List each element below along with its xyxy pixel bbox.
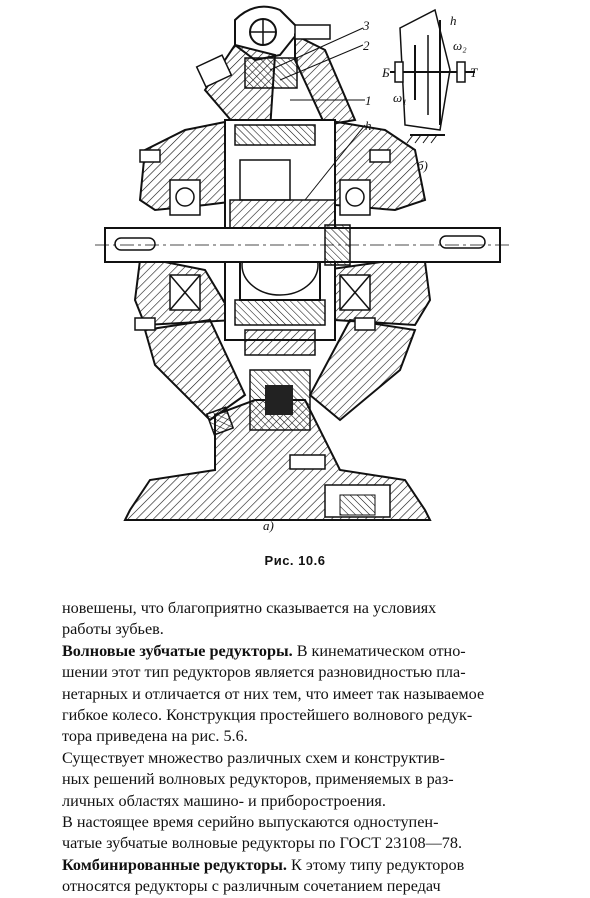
kinematic-scheme: [390, 8, 475, 144]
figure-label-a: а): [263, 518, 274, 533]
figure-caption: Рис. 10.6: [264, 553, 326, 568]
text-line: новешены, что благоприятно сказывается н…: [62, 599, 437, 617]
label-3: 3: [362, 18, 370, 33]
text-line: нетарных и отличается от них тем, что им…: [62, 684, 485, 703]
text-line: Существует множество различных схем и ко…: [62, 748, 445, 767]
upper-arm: [195, 5, 357, 132]
text-line: В кинематическом отно-: [296, 641, 466, 660]
technical-drawing-figure: 3 2 1 h h ω₂ Б Т ω₁ б) а): [95, 0, 515, 540]
output-shaft: [95, 224, 510, 266]
text-line: чатые зубчатые волновые редукторы по ГОС…: [62, 834, 463, 853]
text-line: относятся редукторы с различным сочетани…: [62, 877, 441, 896]
label-1: 1: [365, 93, 372, 108]
text-line: личных областях машино- и приборостроени…: [62, 791, 386, 810]
paragraph-4: В настоящее время серийно выпускаются од…: [62, 812, 556, 855]
paragraph-5: Комбинированные редукторы. К этому типу …: [62, 855, 556, 898]
bolts: [134, 149, 391, 470]
paragraph-1: новешены, что благоприятно сказывается н…: [62, 598, 556, 641]
scheme-label-omega1: ω₁: [393, 90, 407, 105]
label-2: 2: [363, 38, 370, 53]
housing-base: [123, 399, 432, 521]
paragraph-2: Волновые зубчатые редукторы. В кинематич…: [62, 641, 556, 748]
scheme-label-b: Б: [381, 65, 390, 80]
text-line: К этому типу редукторов: [291, 855, 465, 874]
section-heading: Волновые зубчатые редукторы.: [62, 641, 293, 660]
scheme-label-t: Т: [470, 65, 478, 80]
scheme-label-omega2: ω₂: [453, 38, 467, 53]
scheme-label-b-sub: б): [417, 158, 428, 173]
body-text: новешены, что благоприятно сказывается н…: [62, 598, 556, 898]
text-line: В настоящее время серийно выпускаются од…: [62, 813, 439, 832]
text-line: ных решений волновых редукторов, применя…: [62, 770, 454, 789]
scheme-label-h: h: [450, 13, 457, 28]
text-line: шении этот тип редукторов является разно…: [62, 663, 466, 682]
bearings: [169, 179, 371, 311]
paragraph-3: Существует множество различных схем и ко…: [62, 748, 556, 812]
label-h: h: [365, 118, 372, 133]
text-line: работы зубьев.: [62, 620, 164, 639]
leader-lines: [269, 27, 366, 201]
text-line: тора приведена на рис. 5.6.: [62, 727, 248, 746]
text-line: гибкое колесо. Конструкция простейшего в…: [62, 706, 473, 725]
section-heading: Комбинированные редукторы.: [62, 855, 287, 874]
lower-housing: [143, 318, 417, 431]
gearbox-drawing: 3 2 1 h h ω₂ Б Т ω₁ б) а): [95, 5, 510, 533]
